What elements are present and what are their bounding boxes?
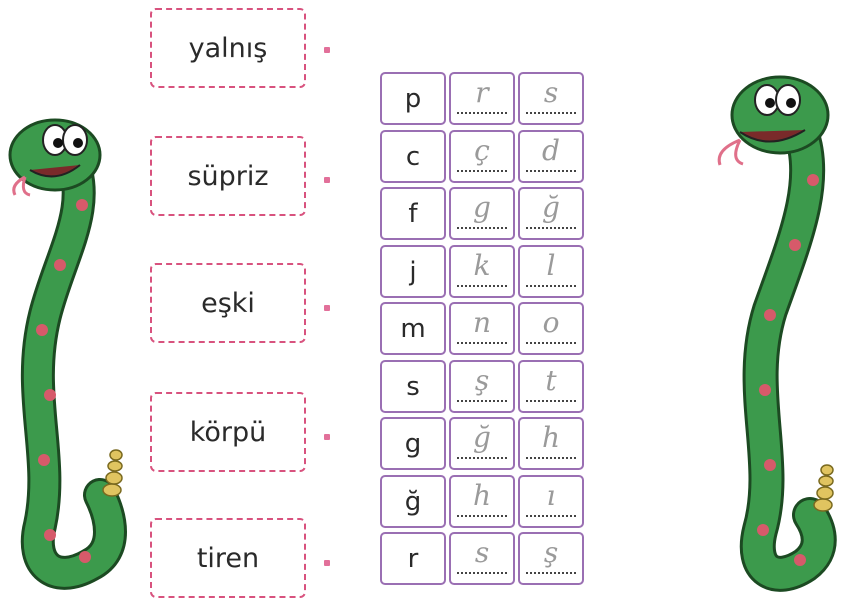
grid-writing-cell[interactable]: ı <box>518 475 584 528</box>
handwritten-letter: o <box>542 306 560 339</box>
grid-writing-cell[interactable]: k <box>449 245 515 298</box>
dotted-baseline <box>526 112 576 114</box>
word-box-1: yalnış <box>150 8 306 88</box>
grid-writing-cell[interactable]: o <box>518 302 584 355</box>
answer-dot-1[interactable] <box>324 47 330 53</box>
dotted-baseline <box>457 285 507 287</box>
grid-writing-cell[interactable]: s <box>449 532 515 585</box>
handwritten-letter: h <box>541 421 561 454</box>
dotted-baseline <box>526 227 576 229</box>
grid-letter-cell: p <box>380 72 446 125</box>
dotted-baseline <box>526 285 576 287</box>
grid-writing-cell[interactable]: ğ <box>449 417 515 470</box>
word-label: eşki <box>201 287 255 319</box>
handwritten-letter: k <box>473 249 491 282</box>
dotted-baseline <box>526 170 576 172</box>
dotted-baseline <box>457 112 507 114</box>
grid-writing-cell[interactable]: d <box>518 130 584 183</box>
dotted-baseline <box>457 170 507 172</box>
grid-writing-cell[interactable]: r <box>449 72 515 125</box>
grid-writing-cell[interactable]: h <box>518 417 584 470</box>
grid-letter-cell: ğ <box>380 475 446 528</box>
answer-dot-5[interactable] <box>324 560 330 566</box>
handwritten-letter: ç <box>474 134 490 167</box>
dotted-baseline <box>457 342 507 344</box>
handwritten-letter: l <box>546 249 556 282</box>
grid-letter-cell: r <box>380 532 446 585</box>
grid-letter-cell: f <box>380 187 446 240</box>
right-snake-illustration <box>717 75 837 592</box>
grid-writing-cell[interactable]: ş <box>518 532 584 585</box>
handwritten-letter: s <box>543 76 559 109</box>
grid-writing-cell[interactable]: ş <box>449 360 515 413</box>
dotted-baseline <box>526 400 576 402</box>
handwritten-letter: n <box>472 306 492 339</box>
grid-writing-cell[interactable]: n <box>449 302 515 355</box>
handwritten-letter: t <box>545 364 557 397</box>
grid-writing-cell[interactable]: ğ <box>518 187 584 240</box>
handwritten-letter: r <box>475 76 489 109</box>
dotted-baseline <box>526 342 576 344</box>
grid-writing-cell[interactable]: h <box>449 475 515 528</box>
word-box-3: eşki <box>150 263 306 343</box>
dotted-baseline <box>457 400 507 402</box>
grid-writing-cell[interactable]: ç <box>449 130 515 183</box>
word-box-4: körpü <box>150 392 306 472</box>
handwritten-letter: ğ <box>542 191 560 224</box>
left-snake-illustration <box>8 118 127 590</box>
answer-dot-4[interactable] <box>324 434 330 440</box>
grid-letter-cell: g <box>380 417 446 470</box>
grid-writing-cell[interactable]: s <box>518 72 584 125</box>
handwritten-letter: ı <box>546 479 556 512</box>
grid-writing-cell[interactable]: t <box>518 360 584 413</box>
word-label: tiren <box>196 542 260 574</box>
handwritten-letter: h <box>472 479 492 512</box>
handwritten-letter: g <box>473 191 491 224</box>
dotted-baseline <box>457 227 507 229</box>
handwritten-letter: ş <box>474 364 490 397</box>
grid-letter-cell: s <box>380 360 446 413</box>
handwritten-letter: ğ <box>473 421 491 454</box>
word-label: körpü <box>189 416 267 448</box>
answer-dot-2[interactable] <box>324 177 330 183</box>
dotted-baseline <box>457 457 507 459</box>
dotted-baseline <box>526 457 576 459</box>
dotted-baseline <box>457 515 507 517</box>
word-label: süpriz <box>187 160 269 192</box>
dotted-baseline <box>457 572 507 574</box>
handwritten-letter: s <box>474 536 490 569</box>
word-box-5: tiren <box>150 518 306 598</box>
grid-writing-cell[interactable]: g <box>449 187 515 240</box>
grid-writing-cell[interactable]: l <box>518 245 584 298</box>
grid-letter-cell: j <box>380 245 446 298</box>
grid-letter-cell: m <box>380 302 446 355</box>
dotted-baseline <box>526 515 576 517</box>
handwritten-letter: ş <box>543 536 559 569</box>
handwritten-letter: d <box>542 134 560 167</box>
grid-letter-cell: c <box>380 130 446 183</box>
dotted-baseline <box>526 572 576 574</box>
word-box-2: süpriz <box>150 136 306 216</box>
answer-dot-3[interactable] <box>324 305 330 311</box>
word-label: yalnış <box>188 32 268 64</box>
